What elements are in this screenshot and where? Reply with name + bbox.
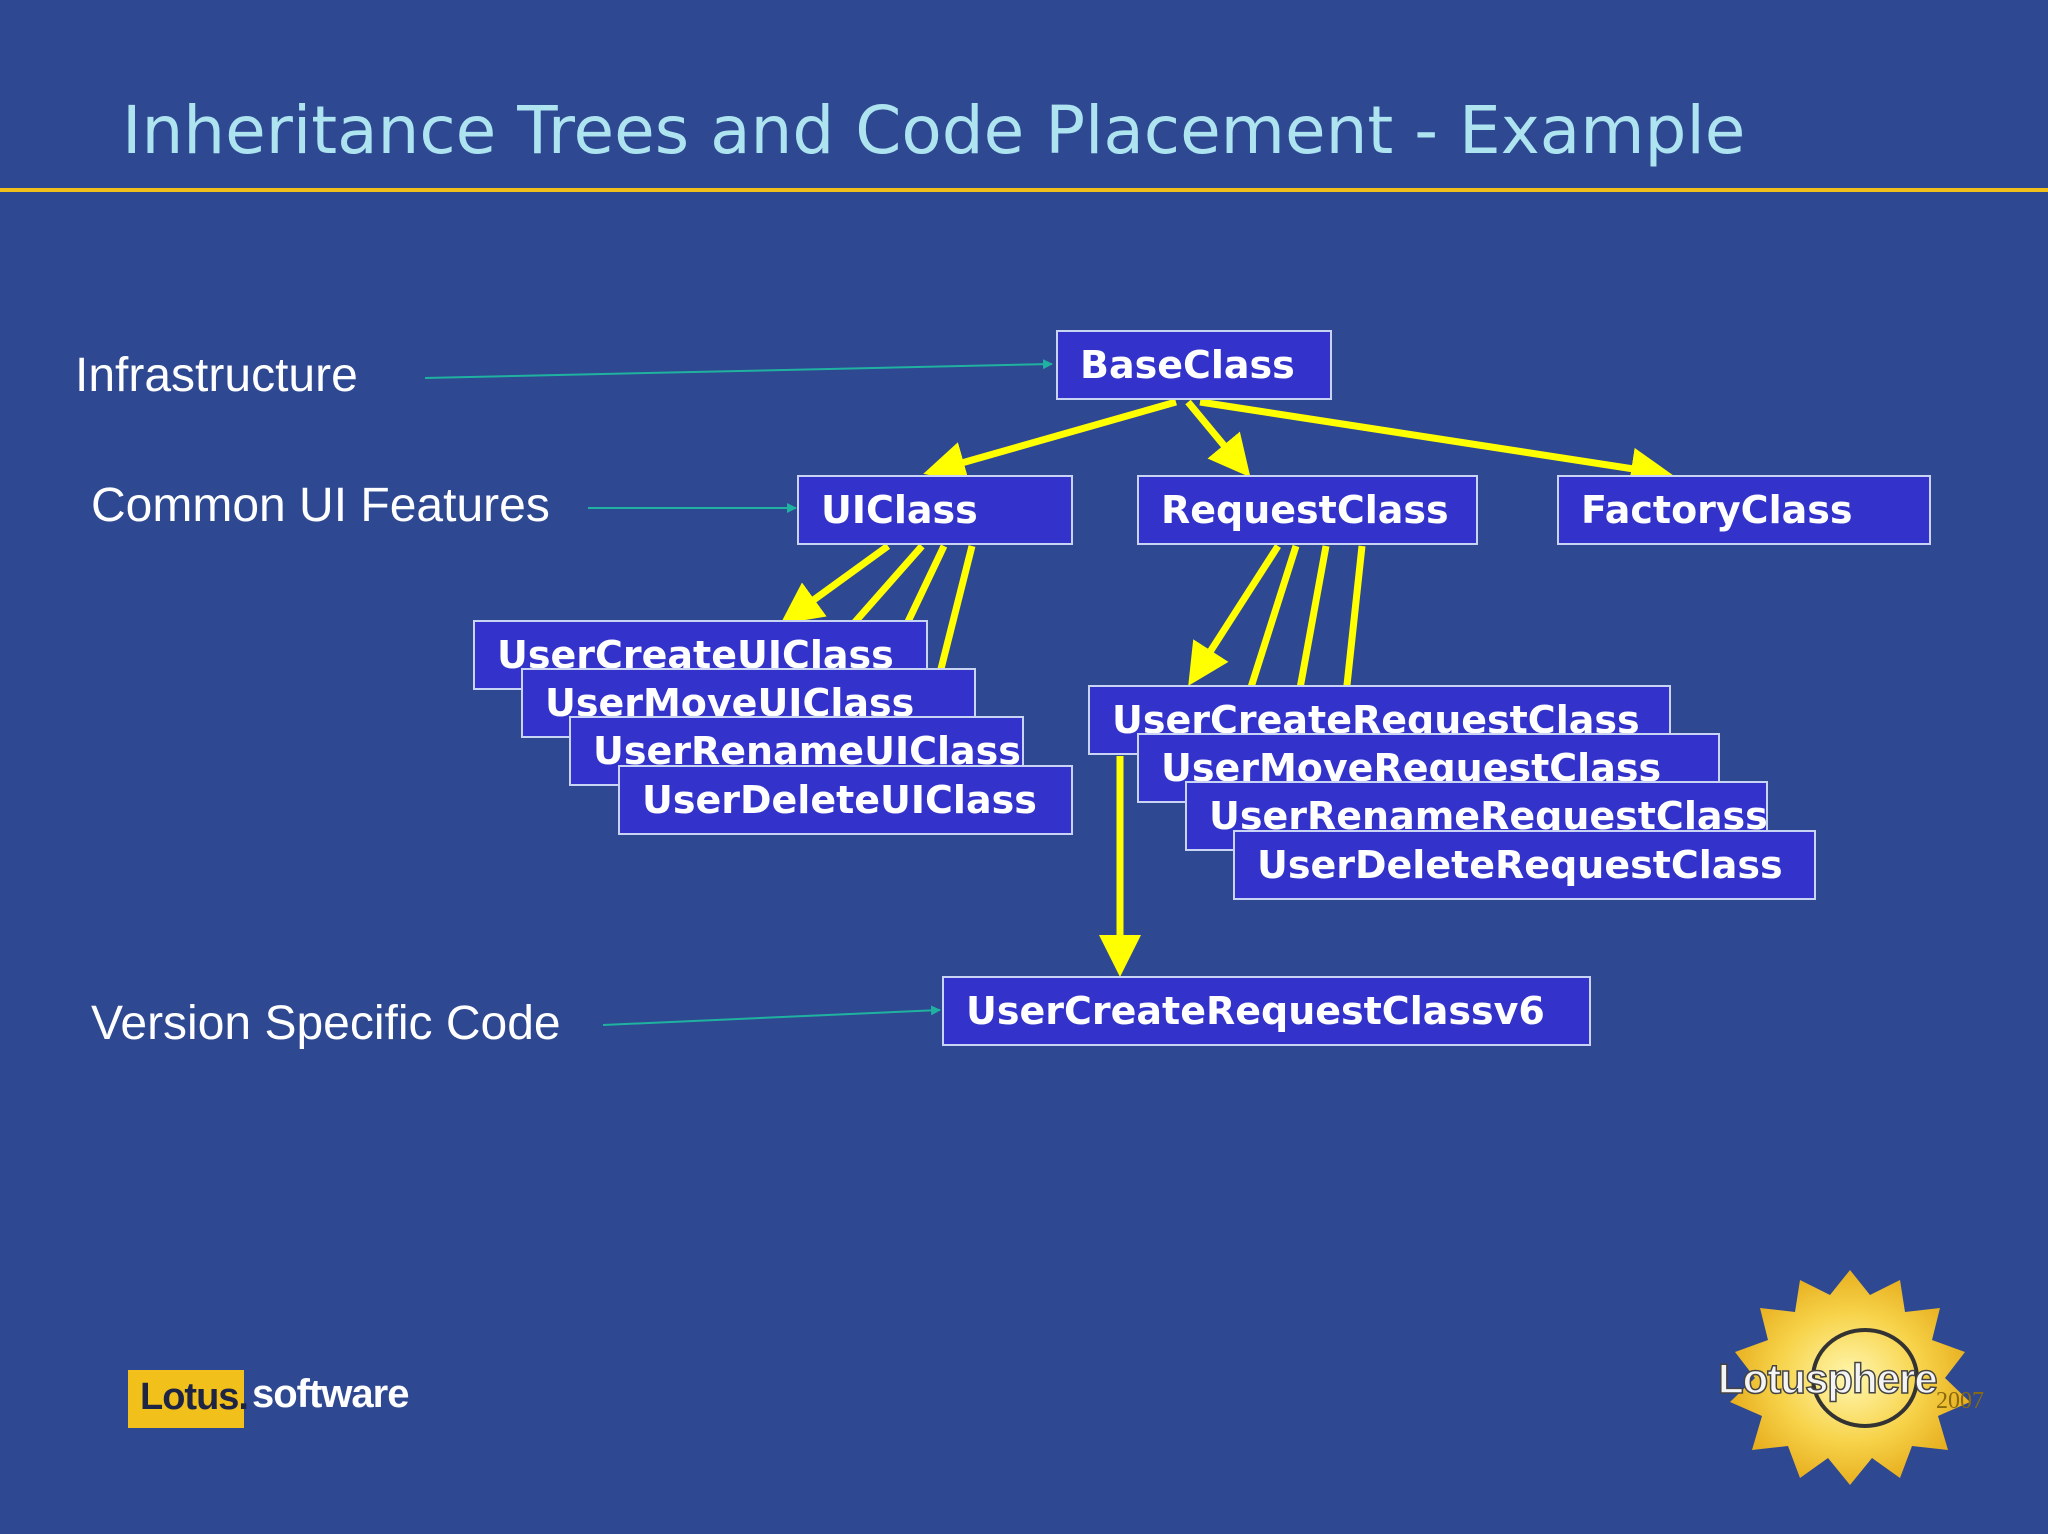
arrow-base-to-factory <box>1199 398 1673 490</box>
version-specific-pointer <box>602 1005 941 1026</box>
base-class-box: BaseClass <box>1056 330 1332 400</box>
lotusphere-year-text: 2007 <box>1936 1388 1984 1414</box>
lotusphere-ring-icon <box>1811 1328 1919 1428</box>
lotus-logo-text: Lotus. <box>140 1376 249 1418</box>
user-delete-ui-class-box: UserDeleteUIClass <box>618 765 1073 835</box>
version-specific-code-label: Version Specific Code <box>91 997 561 1050</box>
arrow-request-to-create <box>1188 544 1281 686</box>
lotus-software-text: software <box>252 1372 409 1416</box>
request-class-box: RequestClass <box>1137 475 1478 545</box>
lotusphere-2007-badge: Lotusphere 2007 <box>1717 1270 1984 1485</box>
factory-class-box: FactoryClass <box>1557 475 1931 545</box>
common-ui-features-label: Common UI Features <box>91 479 550 532</box>
infrastructure-pointer <box>424 359 1053 379</box>
arrow-ui-to-create <box>780 543 891 625</box>
sun-burst-icon <box>1730 1270 1970 1485</box>
arrow-base-to-request <box>1185 399 1251 478</box>
arrow-base-to-ui <box>923 398 1177 483</box>
ui-class-box: UIClass <box>797 475 1073 545</box>
infrastructure-label: Infrastructure <box>75 349 358 402</box>
user-create-request-class-v6-box: UserCreateRequestClassv6 <box>942 976 1591 1046</box>
title-rule <box>0 188 2048 192</box>
slide-title: Inheritance Trees and Code Placement - E… <box>122 92 1746 169</box>
lotus-logo: Lotus. <box>128 1370 249 1428</box>
user-delete-request-class-box: UserDeleteRequestClass <box>1233 830 1816 900</box>
lotusphere-brand-text: Lotusphere <box>1718 1355 1937 1402</box>
